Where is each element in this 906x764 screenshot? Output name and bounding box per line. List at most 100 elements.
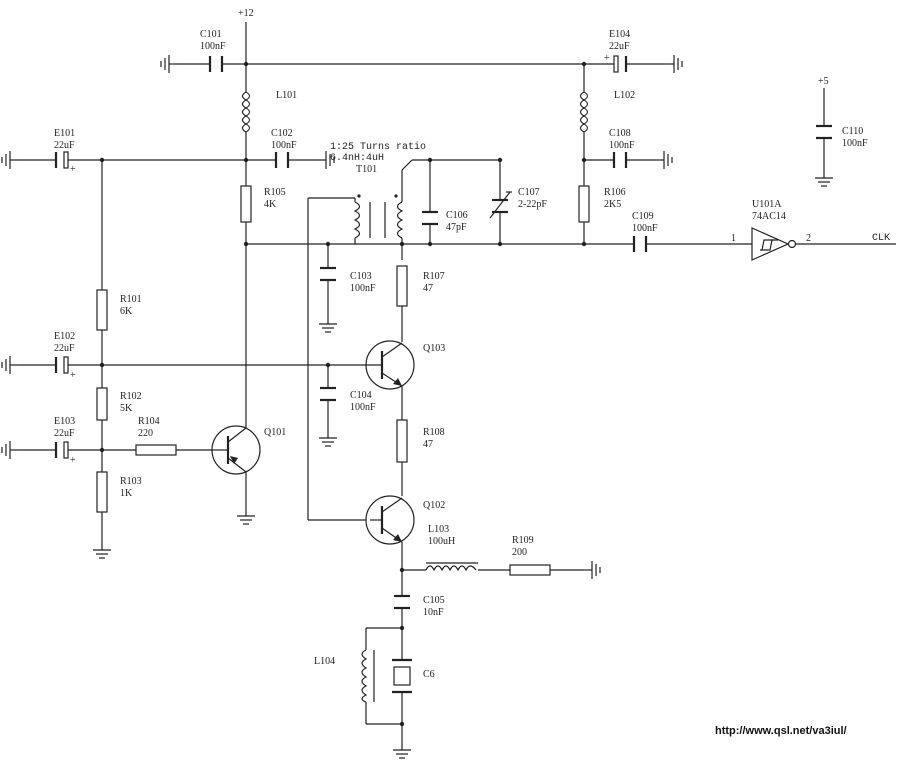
svg-text:E101: E101 [54,128,75,139]
svg-text:E103: E103 [54,416,75,427]
wires [18,22,896,742]
svg-text:100nF: 100nF [350,283,376,294]
svg-text:R104: R104 [138,416,160,427]
svg-text:C109: C109 [632,211,654,222]
svg-text:R106: R106 [604,187,626,198]
svg-text:22uF: 22uF [54,140,75,151]
inductor-l104: L104 [314,649,375,703]
capacitor-c109: C109 100nF [632,211,658,252]
capacitor-c105: C105 10nF [394,594,445,618]
svg-text:R102: R102 [120,391,142,402]
source-url: http://www.qsl.net/va3iul/ [715,725,847,737]
svg-text:C103: C103 [350,271,372,282]
svg-text:C108: C108 [609,128,631,139]
svg-text:6.4nH:4uH: 6.4nH:4uH [330,153,384,164]
svg-text:L103: L103 [428,524,449,535]
transistor-q102: Q102 [365,495,445,545]
svg-text:47: 47 [423,283,433,294]
electrolytic-e104: + E104 22uF [604,29,630,73]
svg-text:220: 220 [138,428,153,439]
capacitor-c107-trimmer: C107 2-22pF [489,187,547,219]
svg-text:47pF: 47pF [446,222,467,233]
svg-text:C107: C107 [518,187,540,198]
svg-text:100nF: 100nF [632,223,658,234]
svg-text:10nF: 10nF [423,607,444,618]
svg-text:R107: R107 [423,271,445,282]
resistor-r104: R104 220 [135,416,177,456]
svg-text:2K5: 2K5 [604,199,621,210]
resistor-r107: R107 47 [396,265,445,307]
svg-text:C101: C101 [200,29,222,40]
svg-text:74AC14: 74AC14 [752,211,786,222]
svg-text:100nF: 100nF [271,140,297,151]
resistor-r105: R105 4K [240,185,286,223]
svg-text:C104: C104 [350,390,372,401]
svg-text:E102: E102 [54,331,75,342]
rail-plus5-label: +5 [818,76,829,87]
svg-text:U101A: U101A [752,199,782,210]
svg-text:100nF: 100nF [350,402,376,413]
resistor-r108: R108 47 [396,419,445,463]
electrolytic-e102: + E102 22uF [54,331,76,381]
inductor-l101: L101 [241,90,297,133]
resistor-r106: R106 2K5 [578,185,626,223]
capacitor-c103: C103 100nF [320,266,376,294]
svg-text:L104: L104 [314,656,335,667]
resistor-r103: R103 1K [96,471,142,513]
svg-text:R108: R108 [423,427,445,438]
svg-text:100nF: 100nF [609,140,635,151]
capacitor-c101: C101 100nF [200,29,226,72]
svg-text:1:25 Turns ratio: 1:25 Turns ratio [330,141,426,153]
svg-text:47: 47 [423,439,433,450]
svg-text:C106: C106 [446,210,468,221]
svg-text:22uF: 22uF [54,343,75,354]
svg-text:4K: 4K [264,199,277,210]
svg-text:R105: R105 [264,187,286,198]
svg-text:+: + [604,53,610,64]
capacitor-c110: C110 100nF [816,124,868,149]
electrolytic-e101: + E101 22uF [54,128,76,175]
resistor-r109: R109 200 [509,535,551,576]
svg-text:R101: R101 [120,294,142,305]
resistor-r102: R102 5K [96,387,142,421]
svg-text:Q102: Q102 [423,500,445,511]
inductor-l103: L103 100uH [425,524,478,572]
svg-text:2: 2 [806,233,811,244]
svg-text:+: + [70,164,76,175]
svg-text:R109: R109 [512,535,534,546]
svg-text:Q103: Q103 [423,343,445,354]
svg-text:T101: T101 [356,164,377,175]
inductor-l102: L102 [579,90,635,133]
svg-text:C105: C105 [423,595,445,606]
svg-text:Q101: Q101 [264,427,286,438]
svg-text:C6: C6 [423,669,435,680]
crystal-c6: C6 [392,658,435,694]
svg-text:L101: L101 [276,90,297,101]
clk-output-label: CLK [872,233,890,244]
svg-text:C110: C110 [842,126,863,137]
capacitor-c106: C106 47pF [422,210,468,233]
svg-text:L102: L102 [614,90,635,101]
svg-text:200: 200 [512,547,527,558]
svg-text:6K: 6K [120,306,133,317]
capacitor-c108: C108 100nF [609,128,635,168]
electrolytic-e103: + E103 22uF [54,416,76,466]
svg-text:100uH: 100uH [428,536,455,547]
svg-text:100nF: 100nF [842,138,868,149]
inverter-u101a: U101A 74AC14 1 2 [731,199,811,261]
resistor-r101: R101 6K [96,289,142,331]
capacitor-c102: C102 100nF [271,128,297,168]
svg-text:100nF: 100nF [200,41,226,52]
svg-text:22uF: 22uF [54,428,75,439]
svg-text:5K: 5K [120,403,133,414]
rail-plus12-label: +12 [238,8,254,19]
svg-text:E104: E104 [609,29,630,40]
svg-text:2-22pF: 2-22pF [518,199,547,210]
capacitor-c104: C104 100nF [320,386,376,413]
transistor-q101: Q101 [211,420,286,475]
svg-text:1K: 1K [120,488,133,499]
svg-text:+: + [70,455,76,466]
svg-text:C102: C102 [271,128,293,139]
svg-text:+: + [70,370,76,381]
